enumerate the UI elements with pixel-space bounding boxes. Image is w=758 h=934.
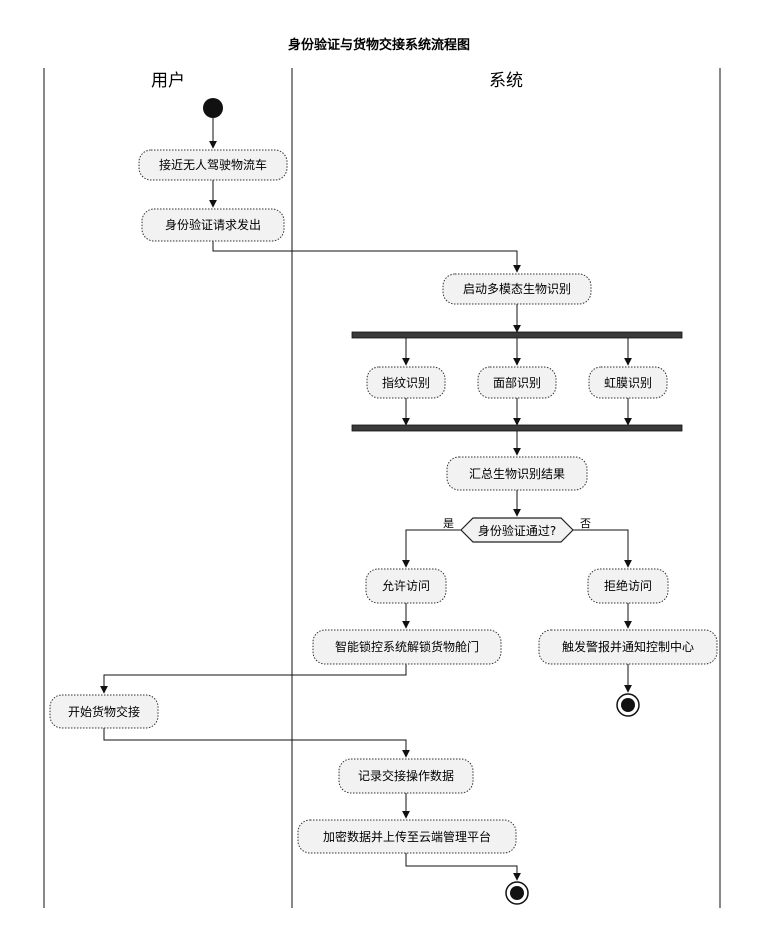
join-bar (352, 425, 682, 431)
edge-handover-record (104, 728, 406, 757)
decision-label: 身份验证通过? (478, 523, 556, 538)
decision-node: 身份验证通过? (461, 518, 573, 542)
fork-bar (352, 332, 682, 338)
activity-approach-label: 接近无人驾驶物流车 (159, 157, 267, 172)
edge-request-start-recognition (213, 241, 517, 272)
edge-decision-allow (406, 530, 461, 567)
activity-unlock-label: 智能锁控系统解锁货物舱门 (335, 639, 479, 654)
activity-allow: 允许访问 (366, 569, 446, 603)
activity-aggregate: 汇总生物识别结果 (447, 457, 587, 490)
edge-unlock-handover (104, 664, 406, 693)
branch-yes-label: 是 (443, 517, 454, 530)
activity-alarm: 触发警报并通知控制中心 (539, 630, 717, 664)
activity-start-recognition: 启动多模态生物识别 (443, 274, 591, 304)
activity-deny-label: 拒绝访问 (604, 578, 652, 593)
lane-header-system: 系统 (489, 71, 523, 91)
activity-handover-label: 开始货物交接 (68, 704, 140, 719)
activity-face: 面部识别 (478, 367, 556, 398)
activity-encrypt-label: 加密数据并上传至云端管理平台 (323, 829, 491, 844)
diagram-title: 身份验证与货物交接系统流程图 (288, 37, 470, 53)
activity-start-recognition-label: 启动多模态生物识别 (463, 282, 571, 296)
activity-face-label: 面部识别 (493, 375, 541, 390)
activity-fingerprint-label: 指纹识别 (382, 375, 430, 390)
lane-header-user: 用户 (151, 71, 185, 91)
end-node-main (506, 882, 528, 904)
activity-approach: 接近无人驾驶物流车 (139, 150, 287, 180)
edge-encrypt-end (406, 853, 517, 880)
activity-allow-label: 允许访问 (382, 578, 430, 593)
activity-deny: 拒绝访问 (588, 569, 668, 603)
edge-decision-deny (573, 530, 628, 567)
activity-encrypt: 加密数据并上传至云端管理平台 (298, 820, 516, 853)
activity-fingerprint: 指纹识别 (367, 367, 445, 398)
activity-record-label: 记录交接操作数据 (358, 768, 454, 783)
activity-handover: 开始货物交接 (50, 695, 158, 728)
start-node (203, 98, 223, 118)
activity-iris-label: 虹膜识别 (604, 376, 652, 390)
branch-no-label: 否 (580, 517, 591, 530)
activity-alarm-label: 触发警报并通知控制中心 (562, 639, 694, 654)
activity-request: 身份验证请求发出 (142, 209, 284, 241)
activity-record: 记录交接操作数据 (339, 759, 473, 793)
end-node-deny (617, 694, 639, 716)
activity-iris: 虹膜识别 (589, 367, 667, 398)
activity-request-label: 身份验证请求发出 (165, 217, 261, 232)
activity-unlock: 智能锁控系统解锁货物舱门 (313, 630, 501, 664)
activity-aggregate-label: 汇总生物识别结果 (469, 467, 565, 481)
